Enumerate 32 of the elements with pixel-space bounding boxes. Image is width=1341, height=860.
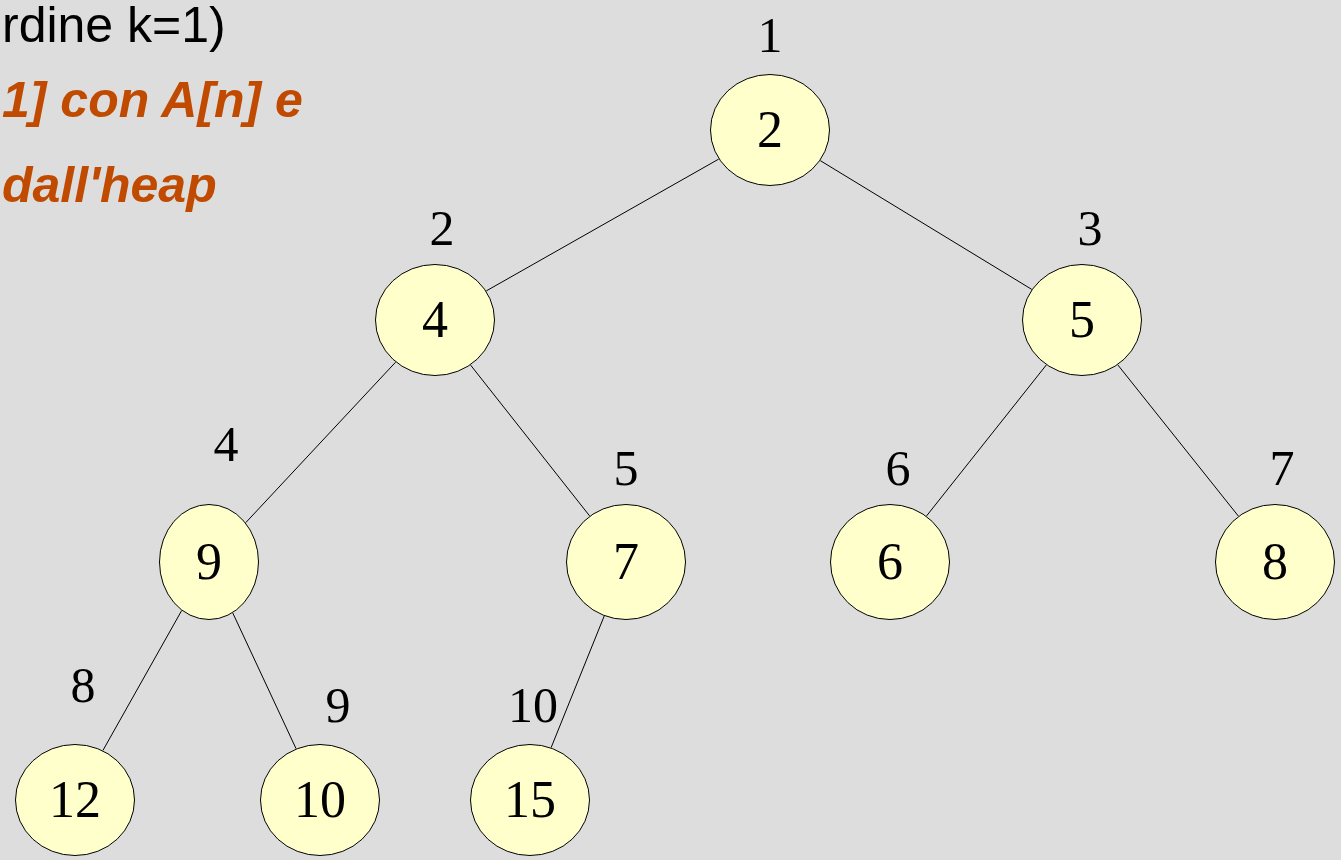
node-value: 6	[876, 536, 904, 588]
node-index: 10	[508, 680, 558, 730]
node-index: 8	[70, 660, 96, 710]
node-value: 12	[48, 774, 102, 826]
node-index: 9	[325, 680, 351, 730]
node-value: 8	[1261, 536, 1289, 588]
slide-text: rdine k=1)	[2, 0, 226, 53]
node-value: 2	[756, 104, 784, 156]
node-index: 7	[1269, 443, 1295, 493]
tree-edge	[102, 610, 183, 751]
node-value: 9	[195, 536, 223, 588]
tree-edge	[926, 364, 1047, 517]
node-value: 10	[293, 774, 347, 826]
node-value: 7	[612, 536, 640, 588]
node-value: 4	[421, 294, 449, 346]
tree-edge	[470, 364, 591, 517]
tree-edge	[1117, 364, 1239, 517]
node-index: 5	[613, 443, 639, 493]
node-index: 1	[757, 10, 783, 60]
slide-text: 1] con A[n] e	[2, 73, 303, 128]
tree-edge	[819, 160, 1033, 290]
tree-edge	[245, 361, 397, 524]
node-value: 5	[1068, 294, 1096, 346]
node-index: 3	[1077, 203, 1103, 253]
tree-edge	[550, 615, 605, 749]
node-index: 6	[885, 443, 911, 493]
node-value: 15	[503, 774, 557, 826]
tree-edge	[232, 612, 297, 750]
slide-text: dall'heap	[2, 158, 217, 213]
node-index: 4	[213, 419, 239, 469]
node-index: 2	[429, 203, 455, 253]
tree-edge	[485, 158, 720, 292]
